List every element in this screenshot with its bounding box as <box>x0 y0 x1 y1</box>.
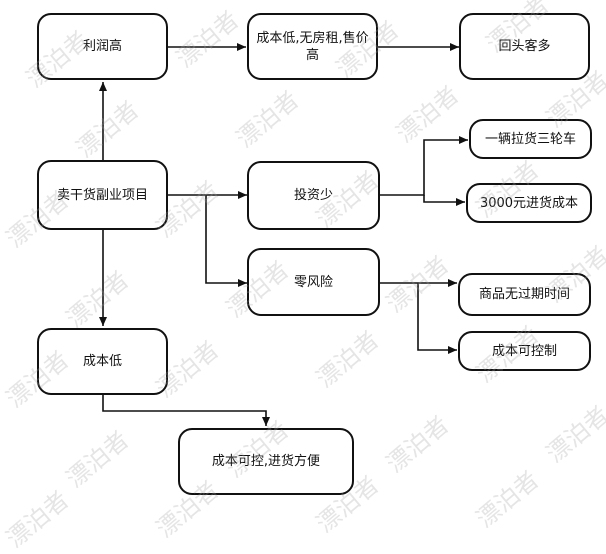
node-low-investment-label: 投资少 <box>293 188 333 203</box>
node-low-cost: 成本低 <box>37 328 168 395</box>
node-zero-risk-label: 零风险 <box>293 274 333 290</box>
node-zero-risk: 零风险 <box>247 248 380 316</box>
node-tricycle: 一辆拉货三轮车 <box>469 119 592 159</box>
node-profit-high-label: 利润高 <box>82 39 122 54</box>
node-repeat-customers: 回头客多 <box>459 13 590 80</box>
node-low-cost-no-rent: 成本低,无房租,售价高 <box>247 13 378 80</box>
node-low-cost-label: 成本低 <box>82 354 122 369</box>
node-profit-high: 利润高 <box>37 13 168 80</box>
node-repeat-customers-label: 回头客多 <box>498 39 551 54</box>
node-cost-control-convenient-label: 成本可控,进货方便 <box>211 454 321 469</box>
node-tricycle-label: 一辆拉货三轮车 <box>484 131 576 147</box>
connector-layer <box>99 43 468 426</box>
edge-low-investment-to-stock-cost <box>423 195 465 206</box>
edge-zero-risk-to-cost-controllable <box>417 283 457 354</box>
node-no-expiry: 商品无过期时间 <box>458 273 591 316</box>
node-cost-control-convenient: 成本可控,进货方便 <box>178 428 354 495</box>
node-side-business: 卖干货副业项目 <box>37 160 168 230</box>
node-cost-controllable-label: 成本可控制 <box>491 343 557 359</box>
node-side-business-label: 卖干货副业项目 <box>56 187 148 203</box>
edge-low-cost-to-convenient <box>102 395 270 426</box>
node-stock-cost: 3000元进货成本 <box>466 183 592 223</box>
edge-low-investment-to-tricycle <box>380 136 468 196</box>
node-stock-cost-label: 3000元进货成本 <box>479 195 579 211</box>
node-low-investment: 投资少 <box>247 161 380 230</box>
edge-side-business-to-zero-risk <box>205 195 247 287</box>
node-cost-controllable: 成本可控制 <box>458 331 591 371</box>
node-no-expiry-label: 商品无过期时间 <box>478 287 570 302</box>
node-low-cost-no-rent-label: 成本低,无房租,售价高 <box>256 30 369 63</box>
